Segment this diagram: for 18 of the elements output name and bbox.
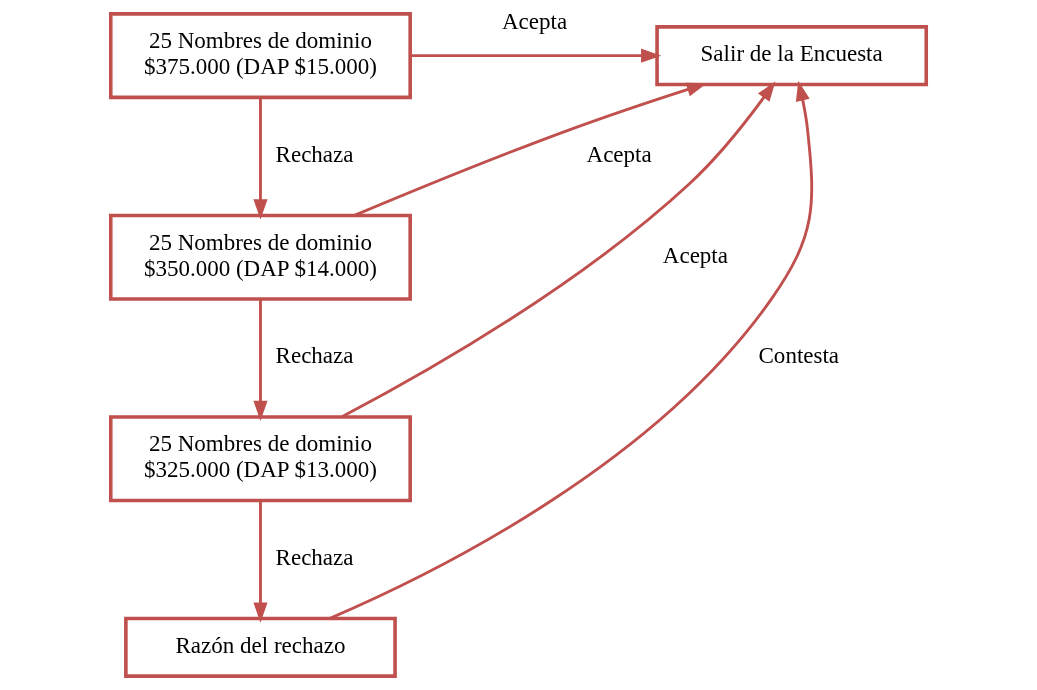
node-box: 25 Nombres de dominio $325.000 (DAP $13.000) bbox=[108, 415, 412, 503]
edge-label: Rechaza bbox=[275, 342, 354, 369]
arrow bbox=[410, 48, 662, 63]
edge-label: Acepta bbox=[662, 241, 728, 268]
edge-label: Acepta bbox=[586, 140, 652, 167]
node-box: Razón del rechazo bbox=[124, 616, 397, 678]
arrow bbox=[329, 80, 814, 620]
node-box: Salir de la Encuesta bbox=[655, 25, 929, 87]
edge-label: Rechaza bbox=[275, 140, 354, 167]
node-box: 25 Nombres de dominio $375.000 (DAP $15.000) bbox=[108, 12, 412, 100]
arrow bbox=[341, 81, 776, 419]
arrow bbox=[253, 299, 268, 421]
edge-label: Rechaza bbox=[275, 543, 354, 570]
edge-label: Contesta bbox=[758, 342, 840, 369]
arrow bbox=[253, 500, 268, 623]
arrow bbox=[253, 97, 268, 220]
edge-label: Acepta bbox=[501, 8, 568, 35]
node-box: 25 Nombres de dominio $350.000 (DAP $14.000) bbox=[108, 213, 412, 301]
